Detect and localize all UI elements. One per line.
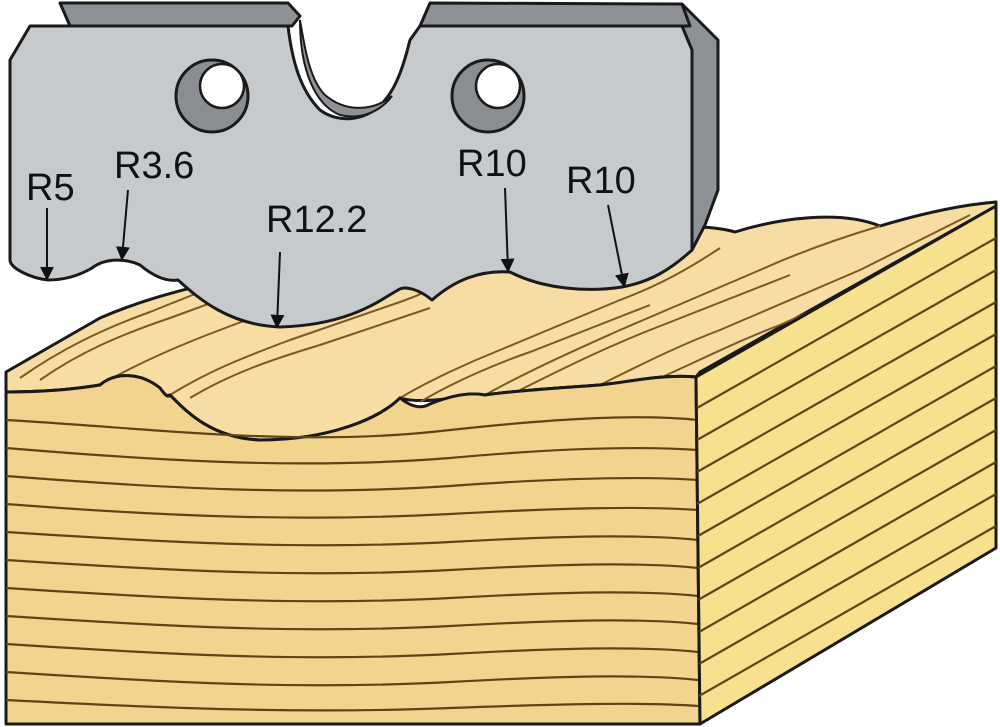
label-r10-b: R10	[566, 160, 636, 202]
label-r12-2: R12.2	[266, 199, 367, 241]
arrow-r12-2	[270, 251, 285, 329]
front-grain-lines	[5, 416, 699, 712]
label-r3-6: R3.6	[114, 145, 194, 187]
callout-r10-b: R10	[566, 160, 636, 288]
arrow-r10-b	[607, 204, 629, 288]
side-grain-lines	[696, 237, 997, 697]
profile-knife	[8, 1, 720, 329]
mounting-hole-left	[174, 58, 250, 134]
callout-r3-6: R3.6	[114, 145, 194, 261]
callout-r12-2: R12.2	[266, 199, 367, 329]
callout-r10-a: R10	[457, 143, 527, 273]
knife-notch-shadow	[299, 19, 393, 118]
arrow-r10-a	[500, 187, 515, 273]
label-r10-a: R10	[457, 143, 527, 185]
wood-front-face	[4, 374, 702, 726]
arrow-r3-6	[116, 189, 130, 261]
wood-workpiece	[4, 200, 998, 726]
label-r5: R5	[26, 167, 75, 209]
radius-callouts: R5 R3.6 R12.2 R10 R10	[26, 143, 636, 329]
wood-side-face	[694, 204, 998, 726]
callout-r5: R5	[26, 167, 75, 281]
knife-top-edge	[58, 1, 302, 28]
mounting-hole-right	[450, 58, 526, 134]
